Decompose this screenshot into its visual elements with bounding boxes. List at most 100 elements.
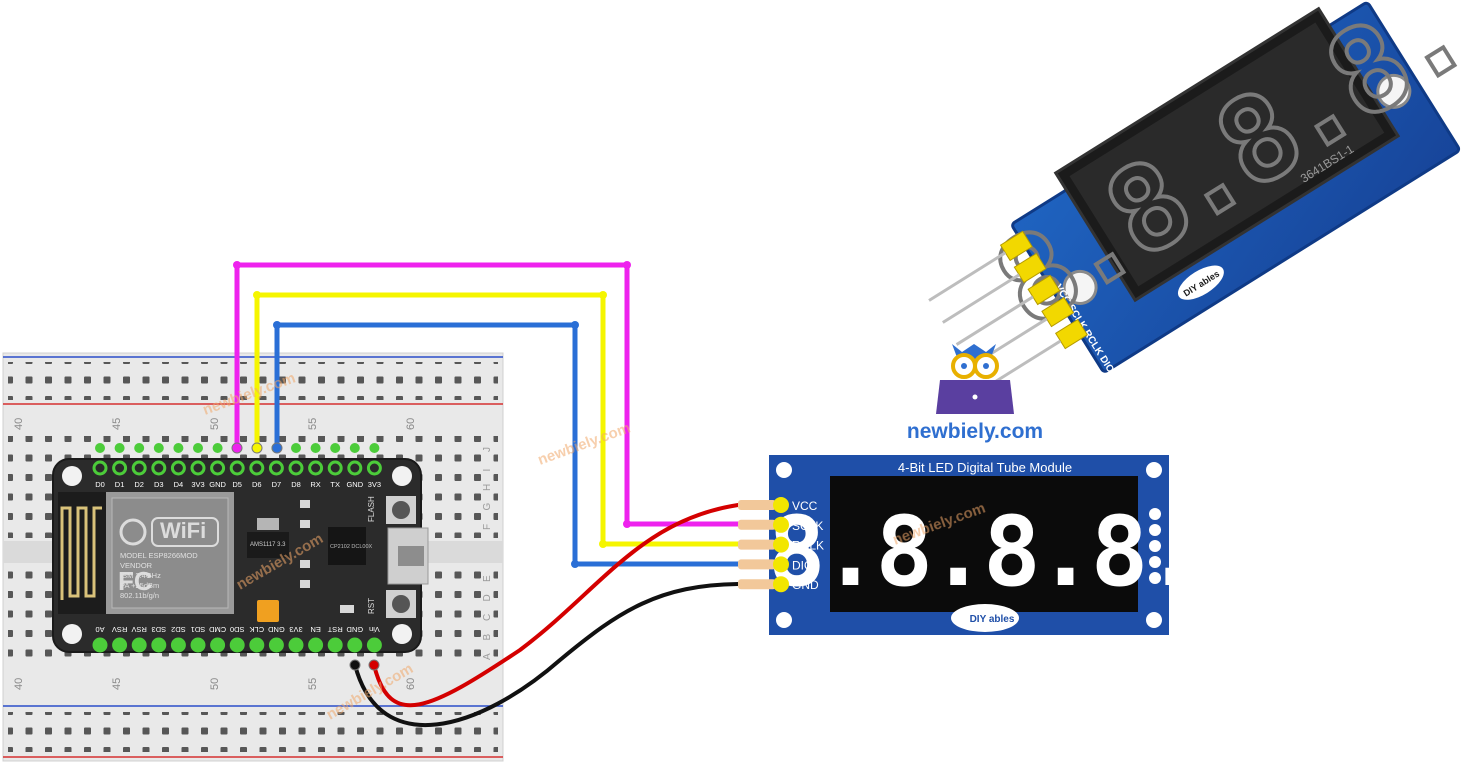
pin-label-bottom: RST [327, 625, 342, 634]
board-pin-pad [308, 637, 324, 653]
rst-button[interactable] [392, 595, 410, 613]
pin-label-top: D0 [95, 480, 105, 489]
pin-label-top: D4 [174, 480, 184, 489]
board-pin-pad [131, 460, 147, 476]
display-pin-label: SCLK [792, 519, 823, 533]
pin-label-top: GND [346, 480, 363, 489]
column-label: 40 [13, 678, 25, 690]
pin-label-top: D7 [272, 480, 282, 489]
board-pin-pad [92, 637, 108, 653]
header-pin[interactable] [330, 640, 341, 650]
board-pin-pad [249, 637, 265, 653]
pin-label-top: RX [310, 480, 320, 489]
row-label: I [482, 469, 493, 472]
board-pin-pad [112, 637, 128, 653]
column-label: 45 [111, 678, 123, 690]
board-pin-pad [268, 460, 284, 476]
module-text-line: PA +25dBm [120, 581, 159, 590]
header-pin[interactable] [310, 640, 321, 650]
header-pin[interactable] [349, 443, 360, 453]
header-pin[interactable] [271, 640, 282, 650]
pin-label-bottom: EN [310, 625, 320, 634]
pin-label-bottom: CMD [208, 625, 226, 634]
display-pin-pad[interactable] [773, 536, 789, 553]
pin-label-bottom: RSV [131, 625, 146, 634]
row-label: G [482, 503, 493, 511]
row-label: J [482, 447, 493, 452]
display-pin-label: VCC [792, 499, 818, 513]
pin-label-top: D6 [252, 480, 262, 489]
pin-label-top: D2 [134, 480, 144, 489]
pin-label-top: GND [209, 480, 226, 489]
board-pin-pad [190, 460, 206, 476]
board-pin-pad [366, 637, 382, 653]
header-pin[interactable] [95, 443, 105, 453]
board-pin-pad [327, 460, 343, 476]
header-pin[interactable] [369, 640, 380, 650]
board-pin-pad [92, 460, 108, 476]
rst-label: RST [367, 598, 376, 614]
header-pin[interactable] [193, 443, 203, 453]
header-pin[interactable] [349, 640, 360, 650]
row-label: F [482, 524, 493, 530]
header-pin[interactable] [212, 443, 223, 453]
header-pin[interactable] [232, 640, 243, 650]
header-pin[interactable] [173, 443, 184, 453]
pin-label-top: TX [330, 480, 340, 489]
header-pin[interactable] [134, 640, 145, 650]
module-text-line: 802.11b/g/n [120, 591, 159, 600]
board-pin-pad [112, 460, 128, 476]
wire-red [372, 503, 740, 708]
header-pin[interactable] [114, 640, 125, 650]
header-pin[interactable] [291, 443, 301, 453]
header-pin[interactable] [212, 640, 223, 650]
wifi-logo: WiFi [160, 518, 206, 543]
board-pin-pad [308, 460, 324, 476]
pin-label-top: 3V3 [191, 480, 204, 489]
header-pin[interactable] [114, 443, 125, 453]
header-pin[interactable] [134, 443, 145, 453]
display-pin-pad[interactable] [773, 497, 789, 513]
header-pin[interactable] [153, 443, 164, 453]
display-brand: DIY ables [970, 614, 1015, 625]
column-label: 40 [13, 418, 25, 430]
column-label: 55 [307, 418, 319, 430]
column-label: 60 [405, 418, 417, 430]
board-pin-pad [288, 637, 304, 653]
display-pin-pad[interactable] [773, 556, 789, 573]
header-pin[interactable] [95, 640, 105, 650]
regulator-text: AMS1117 3.3 [250, 542, 286, 548]
pin-label-bottom: SD3 [152, 625, 167, 634]
header-pin[interactable] [310, 443, 321, 453]
column-label: 50 [209, 678, 221, 690]
pin-label-bottom: 3V3 [289, 625, 302, 634]
flash-button[interactable] [392, 501, 410, 519]
board-pin-pad [268, 637, 284, 653]
header-pin[interactable] [330, 443, 341, 453]
pin-label-bottom: GND [346, 625, 363, 634]
row-label: C [482, 614, 493, 621]
row-label: D [482, 594, 493, 601]
display-pin-pad[interactable] [773, 576, 789, 593]
header-pin[interactable] [251, 640, 262, 650]
header-pin[interactable] [153, 640, 164, 650]
board-pin-pad [131, 637, 147, 653]
header-pin[interactable] [291, 640, 301, 650]
pin-label-top: D3 [154, 480, 164, 489]
display-header-pin [738, 559, 776, 570]
display-pin-pad[interactable] [773, 516, 789, 533]
header-pin[interactable] [173, 640, 184, 650]
board-pin-pad [151, 637, 167, 653]
display-header-pin [738, 579, 776, 590]
display-title: 4-Bit LED Digital Tube Module [898, 460, 1072, 475]
header-pin[interactable] [369, 443, 380, 453]
display-pin-label: DIO [792, 558, 813, 572]
pin-label-top: D5 [232, 480, 242, 489]
header-pin[interactable] [193, 640, 203, 650]
display-header-pin [738, 500, 776, 510]
display-pin-label: GND [792, 578, 819, 592]
pin-label-bottom: Vin [369, 625, 380, 634]
board-pin-pad [170, 637, 186, 653]
pin-label-bottom: A0 [95, 625, 104, 634]
